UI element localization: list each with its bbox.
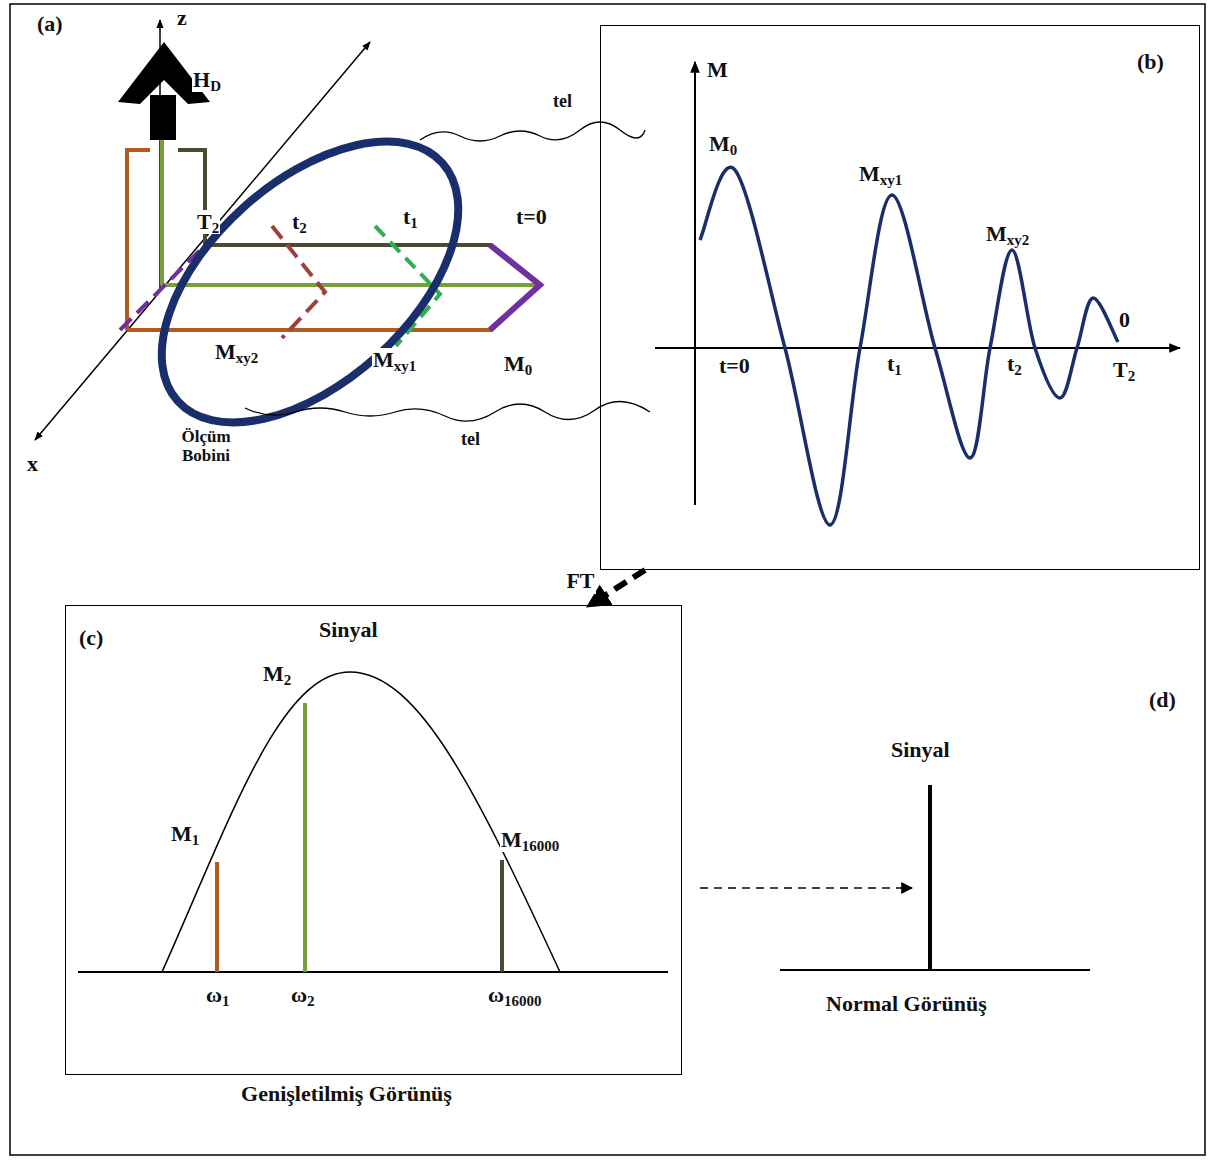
subscript: xy2 (1007, 232, 1030, 248)
axis-label: z (176, 6, 188, 30)
subscript: 2 (1128, 368, 1136, 384)
axis-label: M (706, 58, 729, 82)
magnetization-label: Mxy1 (372, 348, 417, 372)
time-label: t1 (886, 352, 903, 376)
subscript: D (210, 78, 221, 94)
time-label: t=0 (718, 354, 751, 378)
frequency-label: ω16000 (487, 983, 543, 1007)
subscript: 16000 (504, 993, 542, 1009)
magnetization-label: M1 (170, 822, 200, 846)
subscript: 0 (525, 362, 533, 378)
time-label: t2 (291, 210, 308, 234)
outer-frame (10, 4, 1205, 1155)
magnetization-label: Mxy2 (214, 340, 259, 364)
wire (420, 122, 645, 141)
coil-label: Ölçüm Bobini (160, 428, 252, 465)
subscript: 1 (222, 993, 230, 1009)
field-label: HD (192, 68, 222, 92)
subscript: xy2 (236, 350, 259, 366)
subscript: 2 (307, 993, 315, 1009)
panel-letter: (d) (1148, 688, 1177, 712)
wire-label: tel (460, 430, 481, 450)
view-caption: Normal Görünüş (825, 992, 988, 1016)
time-label: t2 (1006, 352, 1023, 376)
frequency-label: ω1 (205, 983, 231, 1007)
panel-letter: (a) (36, 12, 64, 36)
subscript: xy1 (394, 358, 417, 374)
magnetization-label: M0 (503, 352, 533, 376)
frequency-label: ω2 (290, 983, 316, 1007)
spectrum-curve (162, 672, 560, 972)
subscript: 2 (284, 672, 292, 688)
panel-box: (b) (600, 25, 1200, 570)
dashed-arrow (700, 887, 912, 889)
spectral-line (303, 703, 307, 972)
baseline (780, 969, 1090, 971)
wire-label: tel (552, 92, 573, 112)
subscript: 0 (730, 142, 738, 158)
signal-line (928, 785, 932, 970)
wire (245, 401, 650, 421)
magnetization-label: Mxy2 (985, 222, 1030, 246)
baseline (78, 971, 668, 973)
time-axis (655, 347, 1180, 349)
subscript: 1 (410, 215, 418, 231)
panel-letter: (b) (1136, 50, 1165, 74)
time-label: t=0 (515, 205, 548, 229)
axis-label: x (26, 452, 39, 476)
fid-wave (700, 167, 1118, 525)
panel-caption: Genişletilmiş Görünüş (240, 1082, 453, 1106)
subscript: 1 (192, 832, 200, 848)
magnetization-label: M16000 (500, 828, 560, 852)
edge-label: FT (565, 569, 595, 593)
time-label: T2 (196, 210, 220, 234)
subscript: 2 (212, 220, 220, 236)
y-axis (694, 62, 696, 505)
panel-letter: (c) (78, 626, 104, 650)
time-label: t1 (402, 205, 419, 229)
subscript: 2 (1014, 362, 1022, 378)
subscript: 1 (894, 362, 902, 378)
magnetization-label: M0 (708, 132, 738, 156)
magnetization-label: M2 (262, 662, 292, 686)
subscript: 16000 (522, 838, 560, 854)
value-label: 0 (1118, 308, 1131, 332)
spectral-line (215, 862, 219, 972)
xy-axis (35, 42, 370, 440)
signal-title: Sinyal (890, 738, 951, 762)
spectral-line (500, 860, 504, 972)
subscript: xy1 (880, 172, 903, 188)
ft-arrow (590, 570, 645, 605)
signal-title: Sinyal (318, 618, 379, 642)
time-label: T2 (1112, 358, 1136, 382)
magnetization-label: Mxy1 (858, 162, 903, 186)
panel-box: (c)Genişletilmiş Görünüş (65, 605, 682, 1075)
subscript: 2 (299, 220, 307, 236)
